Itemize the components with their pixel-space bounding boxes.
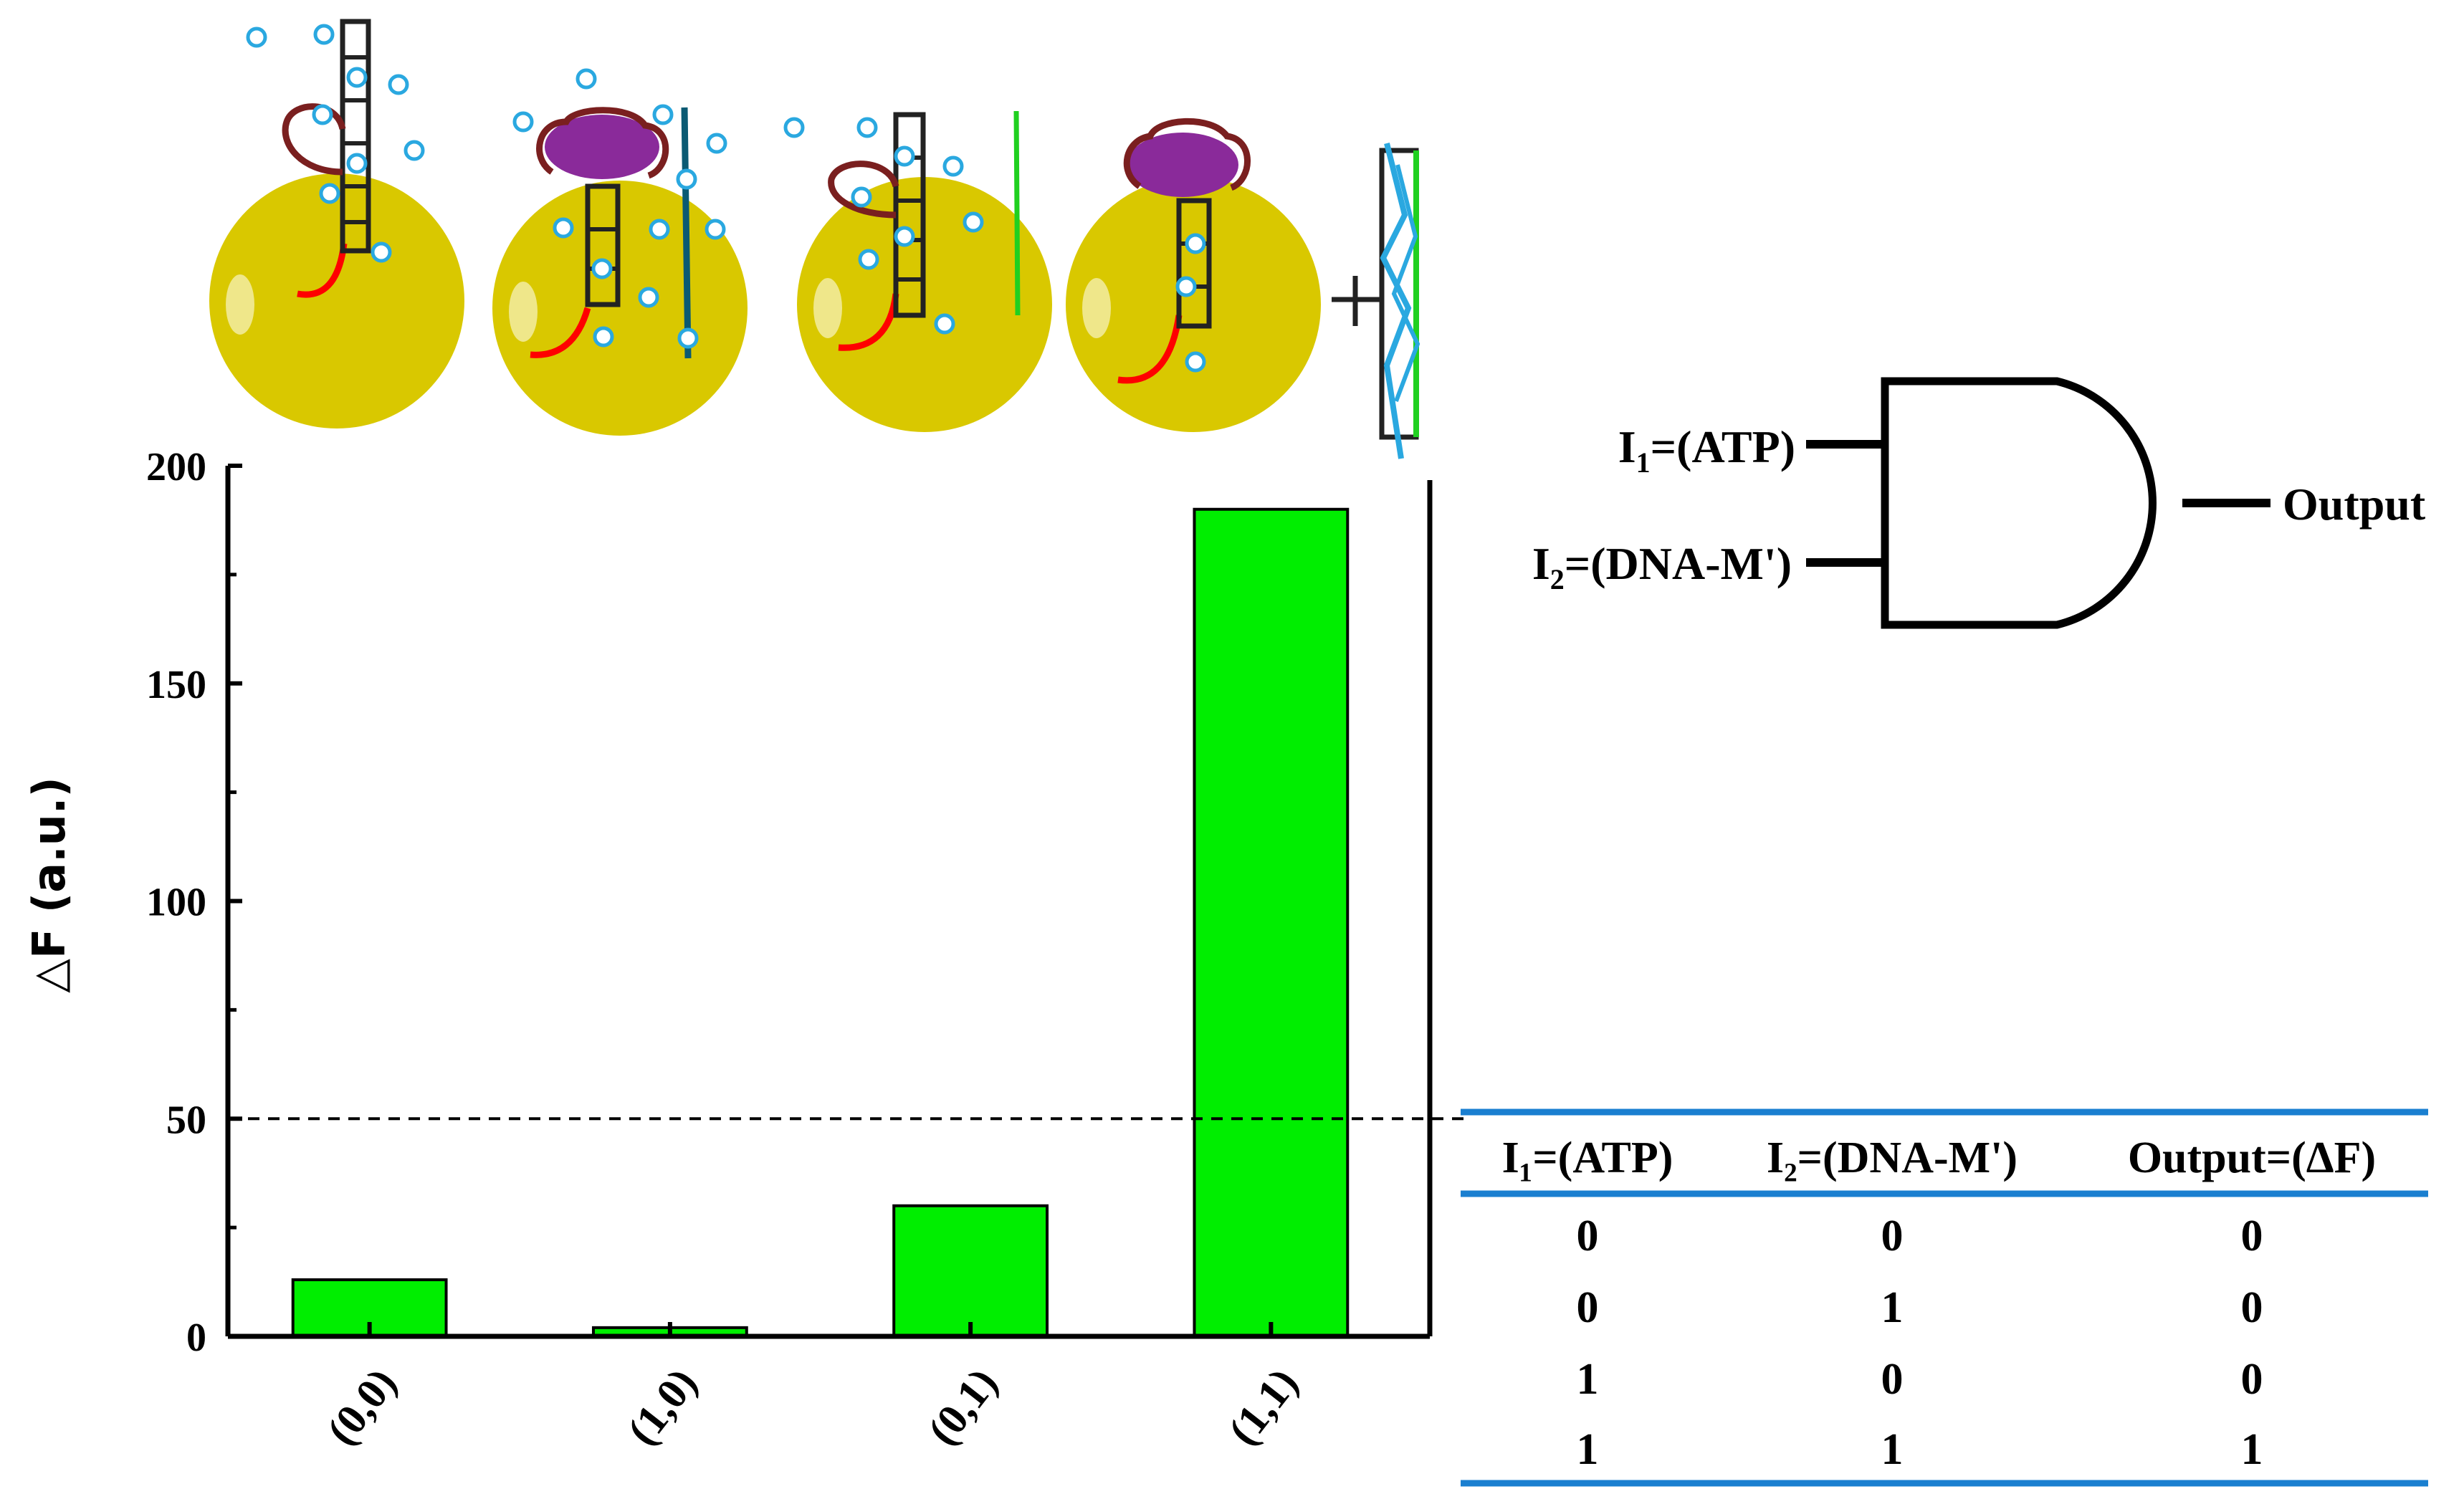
schematic-illustration	[209, 19, 1420, 459]
x-ticks: (0,0) (1,0) (0,1) (1,1)	[317, 1322, 1307, 1454]
table-row: 1 1 1	[1577, 1425, 2263, 1474]
nanoparticle-2	[492, 68, 748, 436]
and-gate-diagram: I1=(ATP) I2=(DNA-M') Output	[1532, 377, 2426, 629]
plus-sign	[1332, 276, 1380, 326]
table-cell: 0	[1881, 1355, 1904, 1404]
bar	[892, 1204, 1049, 1338]
x-tick-label: (0,1)	[919, 1359, 1007, 1453]
nanoparticle-3	[783, 110, 1052, 432]
table-cell: 0	[2241, 1283, 2263, 1332]
and-gate-symbol	[1881, 377, 2157, 629]
y-tick-label: 200	[146, 445, 206, 489]
x-tick-label: (1,1)	[1219, 1359, 1307, 1453]
table-cell: 0	[2241, 1212, 2263, 1260]
y-tick-label: 0	[186, 1316, 206, 1360]
bar	[1193, 507, 1350, 1338]
bar-chart: 0 50 100 150 200 (0,0) (1,0) (0,1) (1,1) △F (a.…	[23, 445, 1469, 1454]
y-tick-label: 50	[166, 1098, 206, 1142]
free-duplex	[1379, 143, 1420, 459]
table-cell: 0	[1577, 1283, 1599, 1332]
truth-table: I₁=(ATP) I₂=(DNA-M') Output=(ΔF) 0 0 0 0…	[1461, 1108, 2428, 1487]
output-label: Output	[2283, 479, 2426, 530]
table-cell: 0	[1577, 1212, 1599, 1260]
table-row: 1 0 0	[1577, 1355, 2263, 1404]
bars	[291, 507, 1350, 1338]
table-cell: 1	[1881, 1425, 1904, 1474]
table-cell: 0	[1881, 1212, 1904, 1260]
x-tick-label: (1,0)	[618, 1359, 706, 1453]
table-header-input1: I₁=(ATP)	[1502, 1134, 1673, 1182]
input2-label: I2=(DNA-M')	[1532, 538, 1792, 595]
y-tick-label: 100	[146, 881, 206, 925]
nanoparticle-4	[1066, 118, 1321, 432]
table-row: 0 0 0	[1577, 1212, 2263, 1260]
input1-label: I1=(ATP)	[1618, 421, 1795, 479]
x-tick-label: (0,0)	[317, 1359, 406, 1453]
table-row: 0 1 0	[1577, 1283, 2263, 1332]
table-cell: 1	[2241, 1425, 2263, 1474]
table-cell: 1	[1577, 1355, 1599, 1404]
table-header-output: Output=(ΔF)	[2128, 1134, 2376, 1182]
y-axis-title: △F (a.u.)	[23, 777, 75, 992]
table-header-input2: I₂=(DNA-M')	[1767, 1134, 2017, 1182]
y-tick-label: 150	[146, 663, 206, 707]
nanoparticle-1	[209, 19, 464, 428]
table-cell: 1	[1577, 1425, 1599, 1474]
y-ticks: 0 50 100 150 200	[146, 445, 242, 1360]
table-cell: 1	[1881, 1283, 1904, 1332]
table-cell: 0	[2241, 1355, 2263, 1404]
